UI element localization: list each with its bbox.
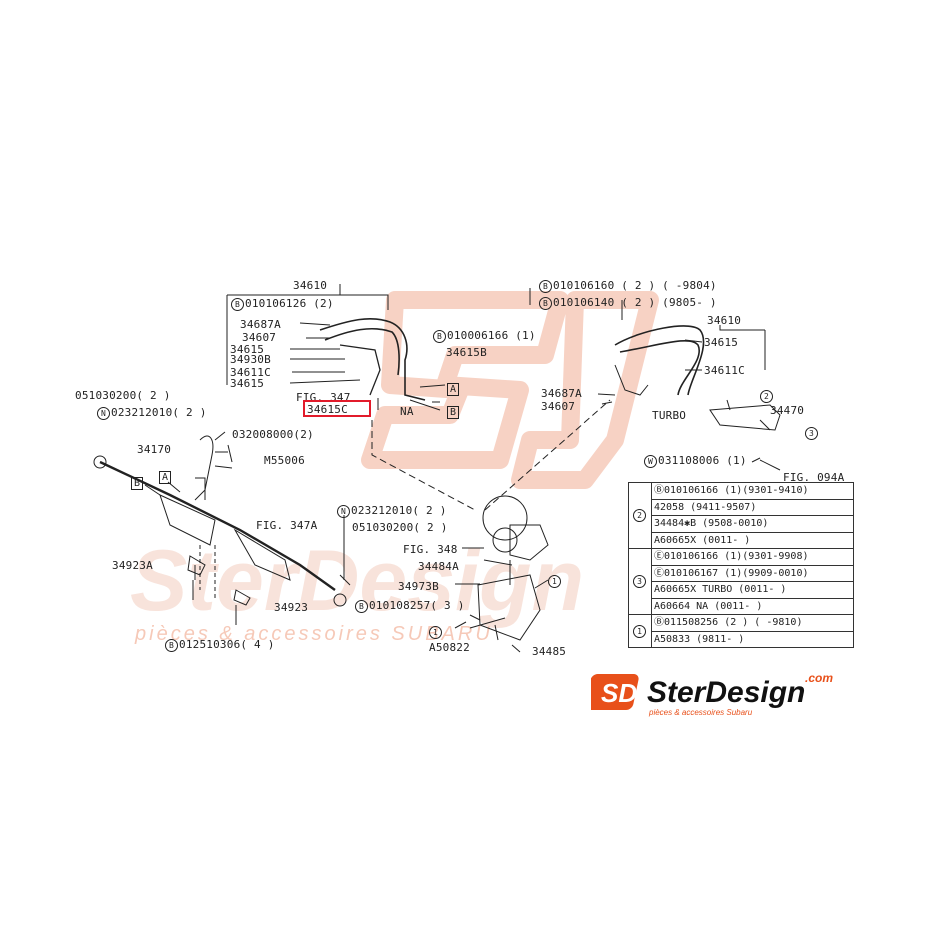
ref-box-b: B [447,405,460,419]
fig-348-ref: FIG. 348 [403,543,458,556]
b-marker-icon: B [231,297,244,311]
label-34687a: 34687A [240,318,281,331]
rack-ref-box-b: B [131,476,144,490]
label-34484a: 34484A [418,560,459,573]
b-marker-icon: B [539,296,552,310]
table-row: A60665X (0011- ) [654,534,751,546]
n-marker-icon: N [97,406,110,420]
fig-094a-ref: FIG. 094A [783,471,845,484]
n-marker-icon: N [337,504,350,518]
rack-right-051030200: 051030200( 2 ) [352,521,448,534]
table-section-key: 1 [629,615,652,647]
turbo-label: TURBO [652,409,687,422]
svg-text:SterDesign: SterDesign [647,676,805,709]
table-row: A60664 NA (0011- ) [654,600,763,612]
sterdesign-logo: SD SterDesign .com pièces & accessoires … [591,671,833,717]
na-label: NA [400,405,414,418]
callout-2: 2 [760,389,774,403]
label-34615b: 34615B [446,346,487,359]
label-34923a: 34923A [112,559,153,572]
right-label-34611c: 34611C [704,364,745,377]
right-label-34607: 34607 [541,400,576,413]
rack-ref-box-a: A [159,470,172,484]
label-m55006: M55006 [264,454,305,467]
label-34930b: 34930B [230,353,271,366]
rack-bolt-032008000: 032008000(2) [232,428,314,441]
table-row: Ⓔ010106166 (1)(9301-9908) [652,549,853,566]
b-marker-icon: B [165,638,178,652]
label-34973b: 34973B [398,580,439,593]
label-34615-lower: 34615 [230,377,265,390]
pump-callout-1-right: 1 [548,574,562,588]
label-34611c: 34611C [230,366,271,379]
label-34170: 34170 [137,443,172,456]
svg-text:pièces & accessoires Subaru: pièces & accessoires Subaru [648,708,753,717]
table-row: 34484✱B (9508-0010) [652,516,853,533]
w-marker-icon: W [644,454,657,468]
table-row: Ⓔ010106167 (1)(9909-0010) [652,566,853,582]
ref-box-a: A [447,382,460,396]
right-label-34687a: 34687A [541,387,582,400]
label-34615-upper: 34615 [230,343,265,356]
b-marker-icon: B [539,279,552,293]
label-34607: 34607 [242,331,277,344]
b-marker-icon: B [433,329,446,343]
label-34923: 34923 [274,601,309,614]
right-label-34615: 34615 [704,336,739,349]
left-group-title: 34610 [293,279,328,292]
table-section-key: 2 [629,483,652,548]
label-34485: 34485 [532,645,567,658]
callout-3: 3 [805,426,819,440]
table-row: A50833 (9811- ) [654,633,745,645]
table-row: 42058 (9411-9507) [652,500,853,516]
table-row: A60665X TURBO (0011- ) [652,582,853,599]
highlight-box [303,400,371,417]
highlighted-part-34615c[interactable]: 34615C [307,403,348,416]
table-row: Ⓑ011508256 (2 ) ( -9810) [652,615,853,632]
b-marker-icon: B [355,599,368,613]
label-34470: 34470 [770,404,805,417]
table-section-key: 3 [629,549,652,614]
label-a50822: A50822 [429,641,470,654]
svg-text:.com: .com [805,671,833,685]
pump-callout-1-left: 1 [429,625,443,639]
rack-label-051030200: 051030200( 2 ) [75,389,171,402]
table-row: Ⓑ010106166 (1)(9301-9410) [652,483,853,500]
right-group-title: 34610 [707,314,742,327]
svg-text:SD: SD [601,678,637,708]
fig-347a-ref: FIG. 347A [256,519,318,532]
